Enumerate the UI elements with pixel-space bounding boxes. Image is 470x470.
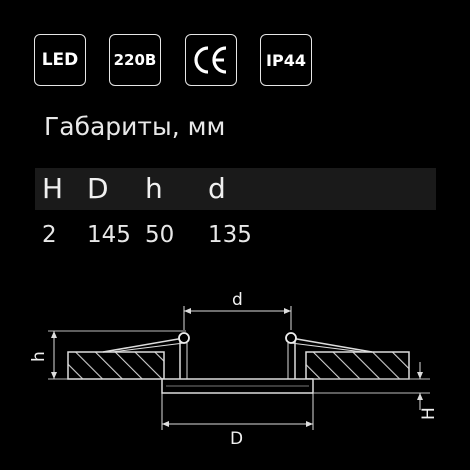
spring-clips	[102, 337, 373, 353]
voltage-badge: 220В	[109, 34, 161, 86]
label-H: H	[419, 407, 439, 420]
header-d: d	[208, 172, 226, 205]
clip-pivot-right	[285, 332, 297, 344]
label-d: d	[232, 290, 243, 310]
value-h: 50	[145, 222, 175, 248]
value-D: 145	[87, 222, 131, 248]
led-badge-label: LED	[41, 50, 79, 70]
dimension-h: h	[29, 330, 186, 380]
voltage-badge-label: 220В	[113, 51, 157, 69]
dimensions-title: Габариты, мм	[44, 112, 226, 141]
clip-pivot-left	[178, 332, 190, 344]
dimension-H: H	[313, 362, 439, 420]
value-H: 2	[42, 222, 57, 248]
ceiling-left-section	[67, 351, 165, 380]
dimensions-header-row	[35, 168, 436, 210]
ip-badge-label: IP44	[266, 50, 306, 70]
label-h: h	[29, 351, 49, 362]
label-D: D	[230, 429, 243, 449]
header-h: h	[145, 172, 163, 205]
led-badge: LED	[34, 34, 86, 86]
ceiling-right-section	[305, 351, 410, 380]
ce-mark-icon	[194, 46, 227, 74]
fixture-body	[161, 338, 314, 394]
header-H: H	[42, 172, 64, 205]
header-D: D	[87, 172, 109, 205]
dimension-d: d	[183, 290, 292, 330]
ce-badge	[185, 34, 237, 86]
value-d: 135	[208, 222, 252, 248]
dimension-D: D	[161, 393, 314, 449]
ip-badge: IP44	[260, 34, 312, 86]
